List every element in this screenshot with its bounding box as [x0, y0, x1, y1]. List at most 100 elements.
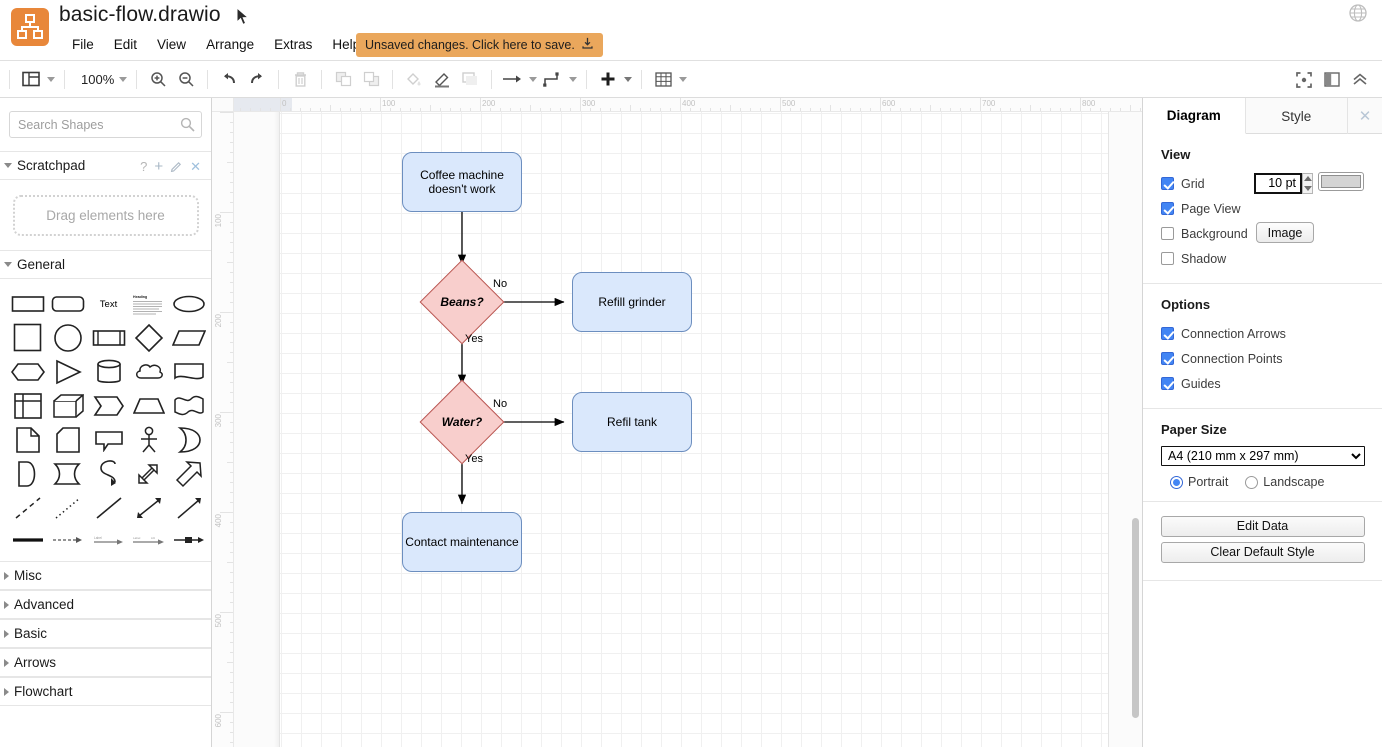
shape-card[interactable]	[49, 425, 86, 455]
sidebar-item-flowchart[interactable]: Flowchart	[0, 677, 211, 706]
insert-dropdown-caret[interactable]	[624, 76, 633, 82]
sidebar-item-advanced[interactable]: Advanced	[0, 590, 211, 619]
edge-label-beans-no[interactable]: No	[493, 278, 508, 290]
menu-view[interactable]: View	[157, 36, 187, 52]
connection-arrows-checkbox[interactable]	[1161, 327, 1174, 340]
fill-color-icon[interactable]	[400, 66, 428, 92]
table-icon[interactable]	[649, 66, 677, 92]
shape-diamond[interactable]	[130, 323, 167, 353]
globe-icon[interactable]	[1348, 3, 1368, 23]
stepper-down-icon[interactable]	[1303, 186, 1312, 191]
shape-process[interactable]	[90, 323, 127, 353]
table-dropdown-caret[interactable]	[679, 76, 688, 82]
redo-icon[interactable]	[243, 66, 271, 92]
shape-cylinder[interactable]	[90, 357, 127, 387]
bring-to-front-icon[interactable]	[329, 66, 357, 92]
shape-triangle[interactable]	[49, 357, 86, 387]
edit-data-button[interactable]: Edit Data	[1160, 516, 1365, 537]
edge-label-water-yes[interactable]: Yes	[465, 453, 483, 465]
menu-edit[interactable]: Edit	[113, 36, 138, 52]
diagram-page[interactable]: Coffee machine doesn't work Beans? Refil…	[280, 112, 1108, 747]
shape-circle[interactable]	[49, 323, 86, 353]
sidebar-item-misc[interactable]: Misc	[0, 561, 211, 590]
shape-rounded-rectangle[interactable]	[49, 289, 86, 319]
line-color-icon[interactable]	[428, 66, 456, 92]
trash-icon[interactable]	[286, 66, 314, 92]
sidebar-section-general[interactable]: General	[0, 250, 211, 279]
shape-ellipse[interactable]	[171, 289, 208, 319]
undo-icon[interactable]	[215, 66, 243, 92]
sidebar-item-arrows[interactable]: Arrows	[0, 648, 211, 677]
shape-trapezoid[interactable]	[130, 391, 167, 421]
page-view-checkbox[interactable]	[1161, 202, 1174, 215]
shape-directional-arrow[interactable]	[171, 493, 208, 523]
search-input[interactable]	[9, 111, 202, 138]
shape-step[interactable]	[90, 391, 127, 421]
shape-labeled-link[interactable]	[171, 525, 208, 555]
background-image-button[interactable]: Image	[1256, 222, 1314, 243]
tab-style[interactable]: Style	[1246, 98, 1348, 134]
canvas-scroll-region[interactable]: Coffee machine doesn't work Beans? Refil…	[234, 112, 1142, 747]
landscape-radio[interactable]	[1245, 475, 1259, 489]
shape-text[interactable]: Text	[99, 298, 118, 310]
format-panel-icon[interactable]	[1318, 67, 1346, 93]
plus-icon[interactable]: +	[154, 158, 164, 175]
shape-square[interactable]	[9, 323, 46, 353]
shape-dashed-arrow-link[interactable]: Label	[90, 525, 127, 555]
shape-arrow-link[interactable]	[49, 525, 86, 555]
shape-cloud[interactable]	[130, 357, 167, 387]
shadow-checkbox[interactable]	[1161, 252, 1174, 265]
menu-extras[interactable]: Extras	[274, 36, 313, 52]
shape-internal-storage[interactable]	[9, 391, 46, 421]
node-beans-decision[interactable]: Beans?	[419, 259, 505, 345]
shape-tape[interactable]	[171, 391, 208, 421]
portrait-radio[interactable]	[1170, 475, 1183, 489]
shape-cube[interactable]	[49, 391, 86, 421]
zoom-in-icon[interactable]	[144, 66, 172, 92]
node-refill-grinder[interactable]: Refill grinder	[572, 272, 692, 332]
node-water-decision[interactable]: Water?	[419, 379, 505, 465]
connection-style-dropdown-caret[interactable]	[569, 76, 578, 82]
shape-s-curve[interactable]	[90, 459, 127, 489]
edge-label-beans-yes[interactable]: Yes	[465, 333, 483, 345]
shape-thick-link[interactable]	[9, 525, 46, 555]
edge-label-water-no[interactable]: No	[493, 398, 508, 410]
fullscreen-icon[interactable]	[1290, 67, 1318, 93]
arrow-style-dropdown-caret[interactable]	[529, 76, 538, 82]
edit-pencil-icon[interactable]	[170, 159, 183, 175]
close-icon[interactable]: ✕	[1358, 107, 1372, 125]
shape-note[interactable]	[9, 425, 46, 455]
menu-arrange[interactable]: Arrange	[206, 36, 255, 52]
shape-dotted-line[interactable]	[49, 493, 86, 523]
send-to-back-icon[interactable]	[357, 66, 385, 92]
arrow-style-icon[interactable]	[499, 66, 527, 92]
close-icon[interactable]: ✕	[190, 158, 201, 174]
grid-color-swatch[interactable]	[1318, 172, 1364, 191]
shape-single-arrow[interactable]	[171, 459, 208, 489]
help-icon[interactable]: ?	[140, 159, 148, 174]
zoom-out-icon[interactable]	[172, 66, 200, 92]
background-checkbox[interactable]	[1161, 227, 1174, 240]
shape-actor[interactable]	[130, 425, 167, 455]
tab-diagram[interactable]: Diagram	[1143, 98, 1246, 134]
scratchpad-drop-zone[interactable]: Drag elements here	[12, 194, 199, 236]
menu-file[interactable]: File	[72, 36, 94, 52]
chevron-up-icon[interactable]	[1346, 67, 1374, 93]
connection-style-icon[interactable]	[539, 66, 567, 92]
canvas-vertical-scrollbar[interactable]	[1132, 518, 1139, 718]
plus-icon[interactable]	[594, 66, 622, 92]
shape-rectangle[interactable]	[9, 289, 46, 319]
zoom-level-label[interactable]: 100%	[81, 71, 115, 87]
shape-document[interactable]	[171, 357, 208, 387]
search-icon[interactable]	[180, 117, 195, 137]
paper-size-select[interactable]: A4 (210 mm x 297 mm)	[1161, 446, 1365, 466]
stepper-up-icon[interactable]	[1303, 176, 1312, 181]
unsaved-changes-button[interactable]: Unsaved changes. Click here to save.	[356, 33, 603, 57]
sidebar-section-scratchpad[interactable]: Scratchpad ? + ✕	[0, 151, 211, 180]
node-refil-tank[interactable]: Refil tank	[572, 392, 692, 452]
sidebar-item-basic[interactable]: Basic	[0, 619, 211, 648]
shape-dashed-line[interactable]	[9, 493, 46, 523]
grid-size-stepper[interactable]	[1302, 173, 1313, 194]
